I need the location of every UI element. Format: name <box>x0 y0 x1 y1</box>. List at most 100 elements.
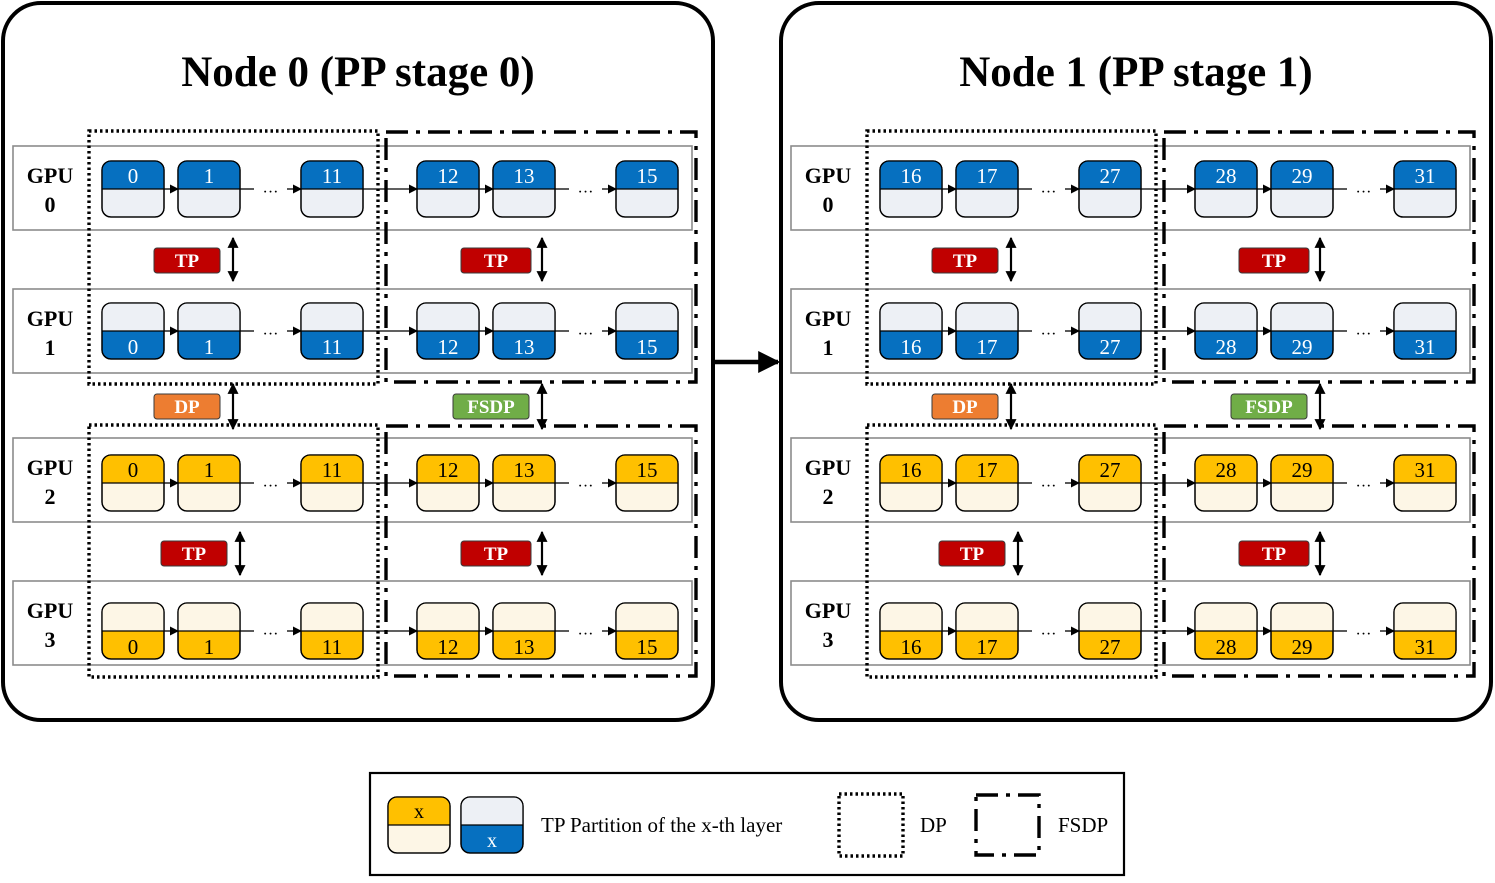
layer-block: 28 <box>1194 454 1258 512</box>
layer-number: 29 <box>1292 458 1313 482</box>
ellipsis: ··· <box>263 626 279 643</box>
layer-number: 16 <box>901 458 922 482</box>
layer-block-top-half <box>102 303 164 331</box>
layer-number: 28 <box>1216 635 1237 659</box>
dp-badge-box <box>153 393 221 420</box>
layer-block: 1 <box>177 302 241 360</box>
layer-block: 16 <box>879 454 943 512</box>
layer-block: 1 <box>177 160 241 218</box>
ellipsis: ··· <box>1356 626 1372 643</box>
layer-block: 15 <box>615 454 679 512</box>
fsdp-badge-label: FSDP <box>467 397 515 418</box>
layer-block-top-half <box>1394 161 1456 189</box>
layer-block-top-half <box>880 455 942 483</box>
layer-block-top-half <box>1195 161 1257 189</box>
layer-number: 17 <box>977 335 998 359</box>
layer-block-top-half <box>102 455 164 483</box>
tp-badge-box <box>938 540 1006 567</box>
legend-fsdp-label: FSDP <box>1058 813 1108 837</box>
layer-block: 29 <box>1270 454 1334 512</box>
layer-block: 15 <box>615 602 679 660</box>
layer-number: 1 <box>204 458 215 482</box>
layer-block: 12 <box>416 302 480 360</box>
layer-block: 17 <box>955 302 1019 360</box>
legend-dp-swatch <box>837 792 905 858</box>
layer-number: 16 <box>901 635 922 659</box>
layer-block-top-half <box>956 161 1018 189</box>
tp-badge-box <box>1238 540 1310 567</box>
layer-block: 27 <box>1078 602 1142 660</box>
gpu-index: 1 <box>823 335 834 360</box>
tp-badge-label: TP <box>484 251 509 272</box>
layer-number: 12 <box>438 335 459 359</box>
gpu-index: 3 <box>823 627 834 652</box>
ellipsis: ··· <box>578 184 594 201</box>
gpu-row-2 <box>12 437 693 523</box>
fsdp-region <box>1162 130 1476 384</box>
layer-block: 31 <box>1393 454 1457 512</box>
layer-block-top-half <box>301 603 363 631</box>
layer-number: 17 <box>977 164 998 188</box>
dp-badge: DP <box>153 393 221 420</box>
layer-block: 13 <box>492 454 556 512</box>
legend-fsdp-swatch <box>974 793 1041 857</box>
layer-block: 31 <box>1393 602 1457 660</box>
ellipsis: ··· <box>1041 326 1057 343</box>
layer-block-top-half <box>417 455 479 483</box>
tp-badge-box <box>153 247 221 274</box>
tp-badge-box <box>460 540 532 567</box>
node-1-title: Node 1 (PP stage 1) <box>959 49 1313 96</box>
dp-badge-label: DP <box>174 397 200 418</box>
tp-badge-label: TP <box>960 544 985 565</box>
layer-block-top-half <box>301 161 363 189</box>
layer-block: 15 <box>615 302 679 360</box>
layer-block: 16 <box>879 302 943 360</box>
fsdp-region <box>384 424 698 678</box>
tp-badge-label: TP <box>175 251 200 272</box>
layer-block-top-half <box>616 303 678 331</box>
layer-block-top-half <box>417 303 479 331</box>
ellipsis: ··· <box>578 626 594 643</box>
fsdp-badge: FSDP <box>1230 393 1308 420</box>
layer-block: 11 <box>300 454 364 512</box>
layer-number: 0 <box>128 335 139 359</box>
layer-block-top-half <box>301 303 363 331</box>
node-0-title: Node 0 (PP stage 0) <box>181 49 535 96</box>
tp-badge: TP <box>1238 540 1310 567</box>
ellipsis: ··· <box>1356 184 1372 201</box>
legend-box <box>368 771 1126 877</box>
layer-number: 12 <box>438 458 459 482</box>
layer-number: 16 <box>901 164 922 188</box>
layer-number: 13 <box>514 635 535 659</box>
layer-block-top-half <box>493 161 555 189</box>
layer-block-top-half <box>1079 603 1141 631</box>
layer-number: 31 <box>1415 458 1436 482</box>
layer-number: 28 <box>1216 335 1237 359</box>
layer-number: 31 <box>1415 164 1436 188</box>
layer-block: 13 <box>492 302 556 360</box>
layer-number: 17 <box>977 458 998 482</box>
layer-block-top-half <box>417 161 479 189</box>
ellipsis: ··· <box>1356 326 1372 343</box>
layer-block: 1 <box>177 602 241 660</box>
layer-block-top-half <box>880 161 942 189</box>
gpu-index: 2 <box>45 484 56 509</box>
layer-block: 0 <box>101 302 165 360</box>
layer-number: 29 <box>1292 635 1313 659</box>
tp-badge-label: TP <box>182 544 207 565</box>
dp-region <box>87 129 380 386</box>
layer-number: 27 <box>1100 635 1121 659</box>
tp-badge: TP <box>931 247 999 274</box>
ellipsis: ··· <box>1356 478 1372 495</box>
node-1-frame <box>779 1 1493 722</box>
gpu-label: GPU <box>27 306 74 331</box>
layer-block-top-half <box>880 303 942 331</box>
layer-block-top-half <box>102 603 164 631</box>
layer-number: 15 <box>637 458 658 482</box>
layer-block-top-half <box>1394 303 1456 331</box>
layer-block-top-half <box>1271 603 1333 631</box>
ellipsis: ··· <box>263 326 279 343</box>
gpu-index: 2 <box>823 484 834 509</box>
layer-block: 27 <box>1078 454 1142 512</box>
